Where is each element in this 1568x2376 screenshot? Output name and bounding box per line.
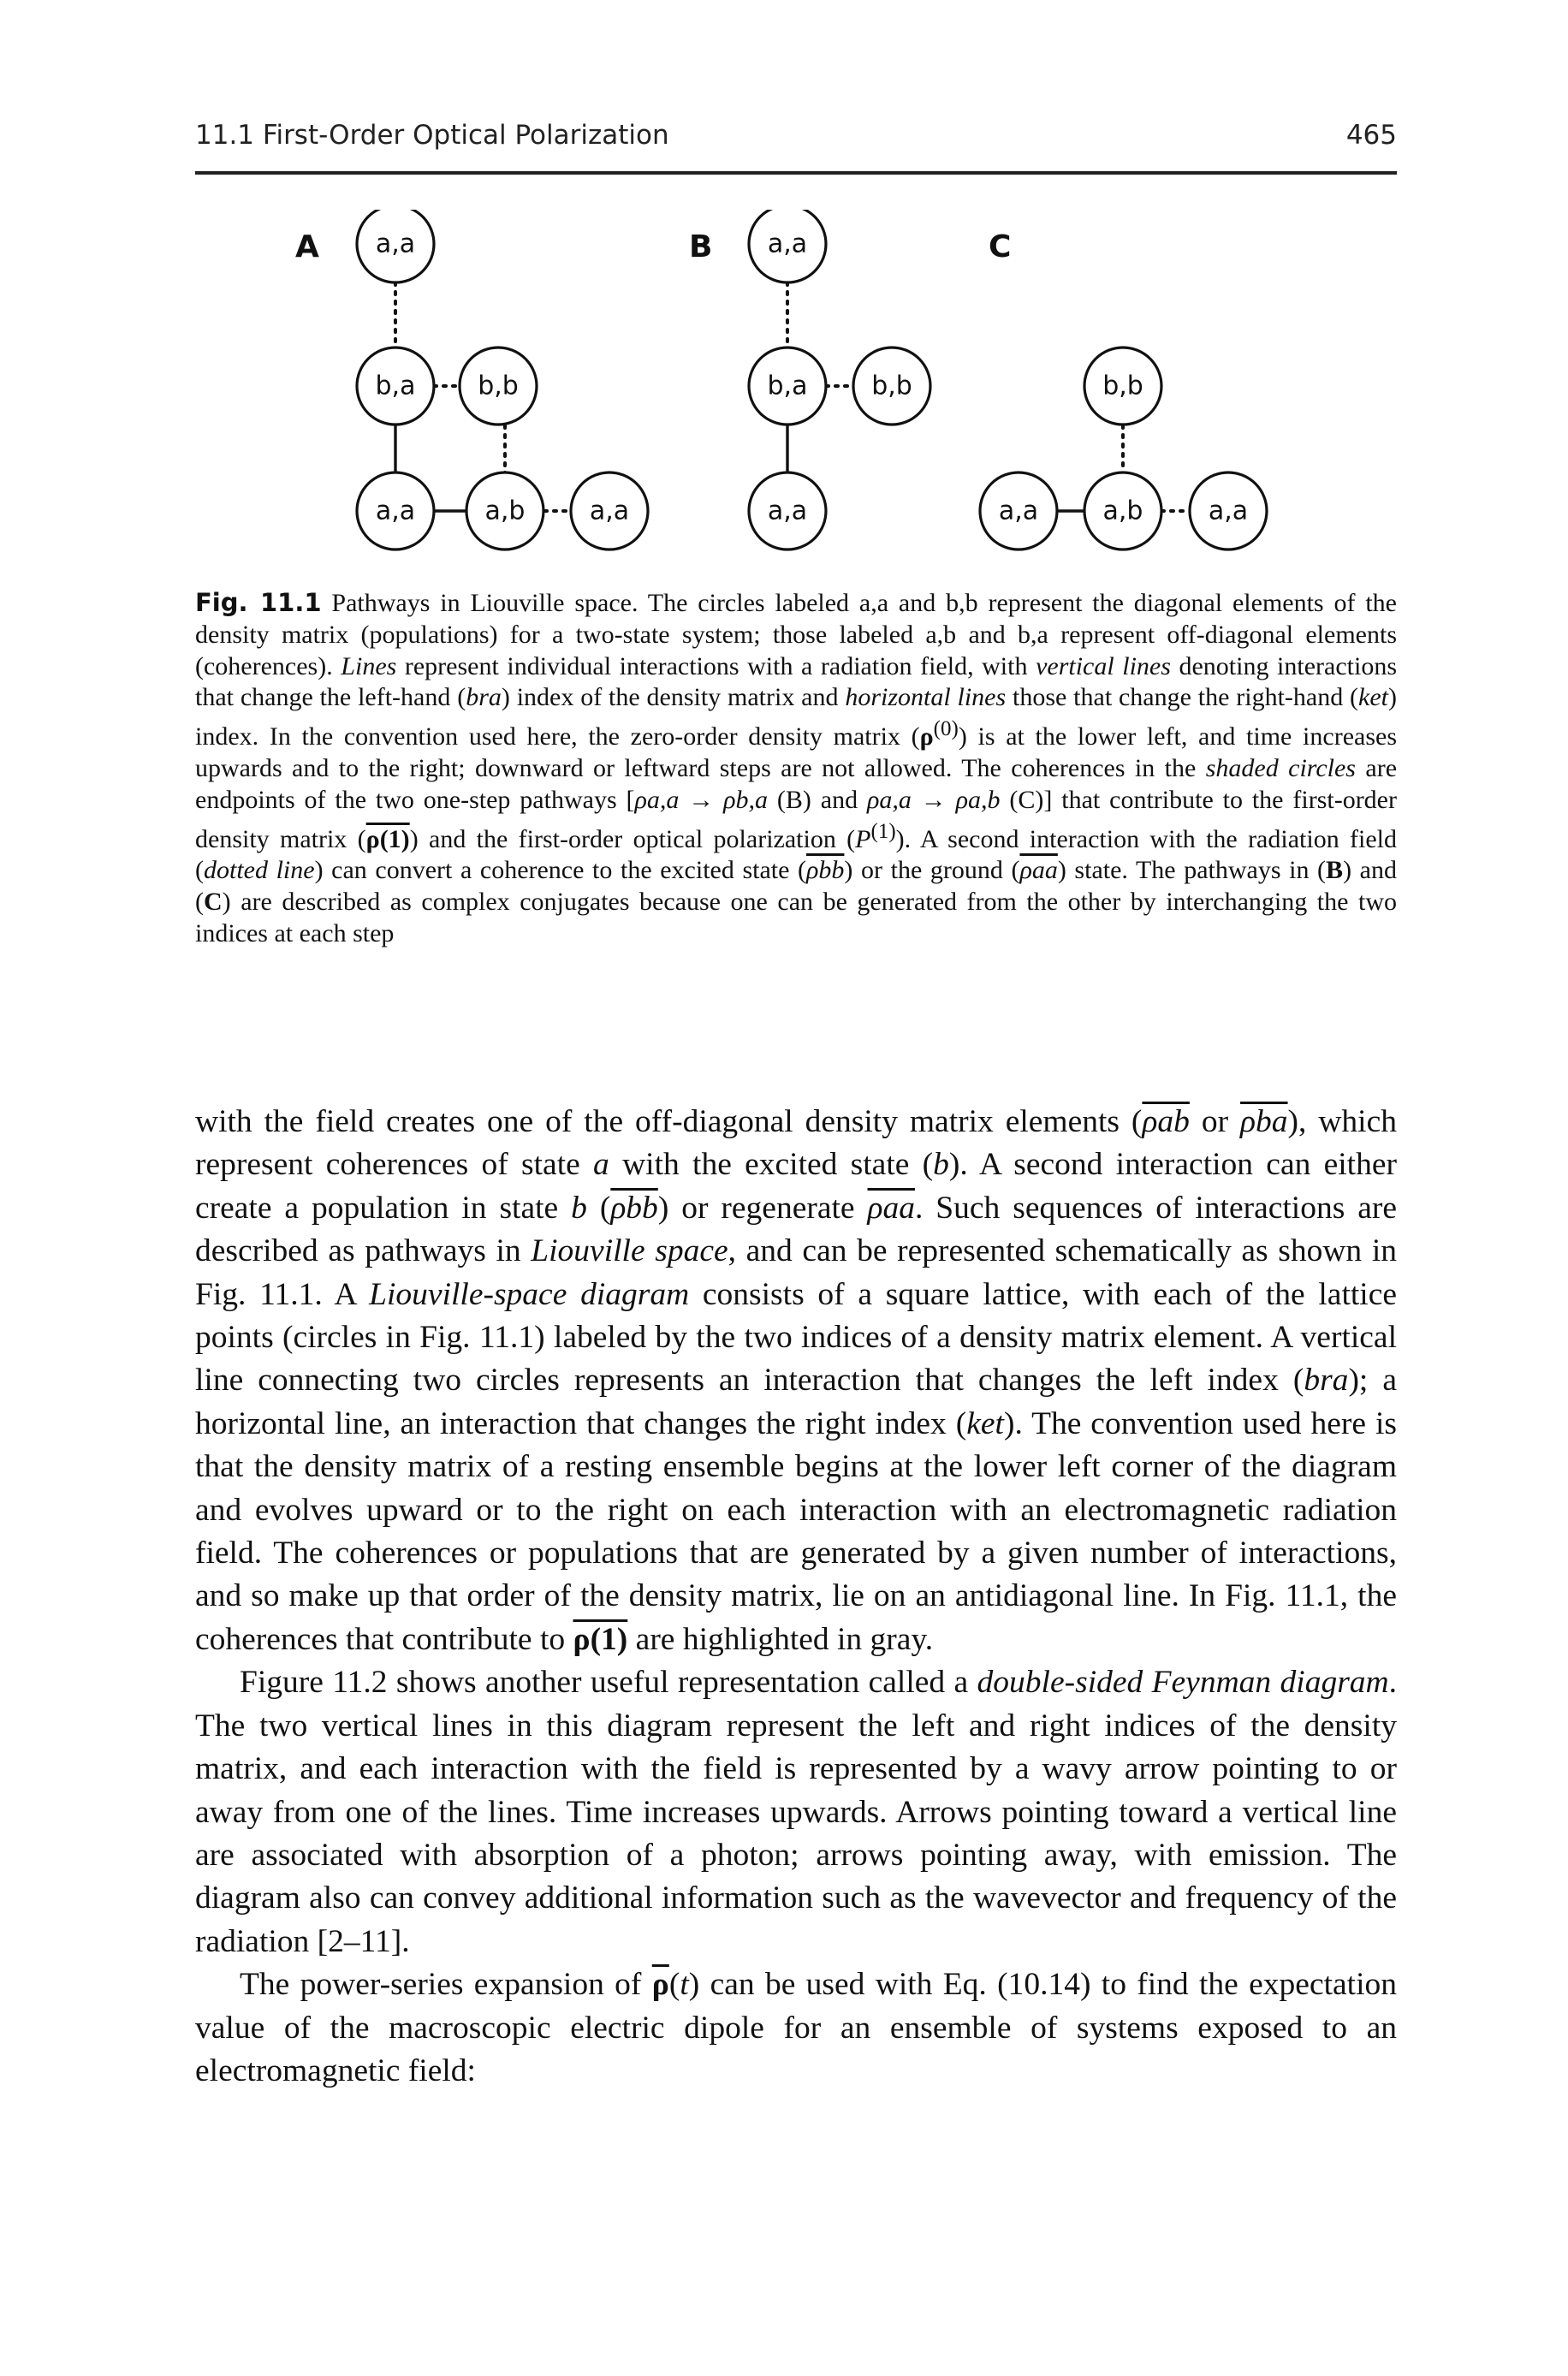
svg-text:a,a: a,a	[590, 496, 629, 526]
caption-math: ρa,a → ρb,a	[634, 785, 769, 814]
caption-text: (C)] that contribute to the first-order …	[195, 785, 1397, 853]
caption-text: ) can convert a coherence to the excited…	[314, 856, 807, 885]
caption-term: bra	[466, 683, 502, 712]
caption-symbol: ρ	[919, 722, 934, 751]
svg-text:a,b: a,b	[485, 496, 526, 526]
node-a-mid-left: b,a	[355, 346, 436, 426]
caption-term: vertical lines	[1036, 651, 1171, 680]
node-a-mid-right: b,b	[458, 346, 538, 426]
panel-letter-b: B	[689, 229, 712, 264]
caption-text: ) index of the density matrix and	[501, 683, 846, 712]
node-a-bottom-left: a,a	[355, 471, 436, 551]
svg-text:b,b: b,b	[1102, 371, 1143, 401]
running-head: 11.1 First-Order Optical Polarization 46…	[195, 120, 1397, 168]
paragraph-1: with the field creates one of the off-di…	[195, 1104, 1398, 1657]
node-a-bottom-mid: a,b	[465, 471, 545, 551]
caption-text: ) index. In the convention used here, th…	[195, 683, 1398, 751]
term-double-sided-feynman-diagram: double-sided Feynman diagram	[977, 1665, 1389, 1701]
liouville-diagram-svg: A a,a b,a b,b a,a	[295, 210, 1268, 551]
svg-text:a,a: a,a	[999, 496, 1038, 526]
body-text: with the field creates one of the off-di…	[195, 1101, 1397, 2093]
svg-text:b,a: b,a	[376, 371, 416, 401]
caption-math: ρbb	[806, 856, 845, 885]
liouville-space-figure: A a,a b,a b,b a,a	[257, 210, 1335, 569]
paragraph-2: Figure 11.2 shows another useful represe…	[195, 1665, 1397, 1959]
caption-term: horizontal lines	[845, 683, 1007, 712]
math-rho-ab: ρab	[1142, 1104, 1190, 1139]
node-a-top: a,a	[355, 210, 436, 284]
caption-label: Fig. 11.1	[195, 588, 322, 617]
svg-text:a,b: a,b	[1103, 496, 1143, 526]
page-number: 465	[1345, 120, 1397, 151]
caption-text: ) is at the lower left, and time increas…	[195, 722, 1397, 782]
svg-text:b,b: b,b	[478, 371, 519, 401]
svg-text:b,a: b,a	[768, 371, 808, 401]
caption-math: ρa,a → ρa,b	[866, 785, 1001, 814]
svg-text:a,a: a,a	[1209, 496, 1248, 526]
caption-ref: C	[204, 888, 223, 917]
node-c-bottom-right: a,a	[1188, 471, 1268, 551]
caption-ref: B	[1326, 856, 1344, 885]
svg-text:a,a: a,a	[768, 229, 807, 259]
node-b-top: a,a	[747, 210, 828, 284]
paragraph-3: The power-series expansion of ρ(t) can b…	[195, 1967, 1397, 2088]
caption-text: ). A second interaction with the radiati…	[195, 824, 1398, 885]
term-liouville-space-diagram: Liouville-space diagram	[369, 1276, 690, 1312]
header-rule	[195, 171, 1397, 175]
caption-text: ) are described as complex conjugates be…	[195, 888, 1397, 947]
caption-text: ) and (	[195, 856, 1397, 917]
math-rho-bb: ρbb	[610, 1190, 658, 1226]
svg-text:a,a: a,a	[768, 496, 807, 526]
node-b-mid-right: b,b	[852, 346, 932, 426]
math-rho-1: ρ(1)	[573, 1621, 628, 1657]
caption-text: those that change the right-hand (	[1006, 683, 1359, 712]
caption-text: represent individual interactions with a…	[396, 651, 1036, 680]
caption-text: (B) and	[768, 785, 867, 814]
caption-term: Lines	[341, 651, 397, 680]
section-title: 11.1 First-Order Optical Polarization	[195, 120, 669, 151]
math-rho-bar: ρ	[651, 1967, 669, 2003]
caption-term: dotted line	[204, 856, 315, 885]
caption-math: ρaa	[1019, 856, 1058, 885]
caption-superscript: (0)	[933, 717, 959, 741]
caption-term: ket	[1358, 683, 1389, 712]
caption-term: shaded circles	[1205, 753, 1356, 782]
svg-text:a,a: a,a	[376, 229, 415, 259]
math-rho-aa: ρaa	[867, 1190, 915, 1226]
node-c-bottom-mid: a,b	[1083, 471, 1163, 551]
term-liouville-space: Liouville space	[531, 1233, 728, 1269]
panel-letter-c: C	[989, 229, 1011, 264]
caption-text: Pathways in Liouville space. The circles…	[195, 589, 1397, 680]
caption-text: ) state. The pathways in (	[1057, 856, 1327, 885]
caption-text: are endpoints of the two one-step pathwa…	[195, 753, 1398, 814]
caption-text: denoting interactions that change the le…	[195, 651, 1397, 712]
node-c-top: b,b	[1083, 346, 1163, 426]
panel-letter-a: A	[295, 229, 319, 264]
math-rho-ba: ρba	[1240, 1104, 1288, 1139]
caption-math: P	[855, 824, 871, 853]
caption-math: ρ(1)	[365, 824, 410, 853]
svg-text:a,a: a,a	[376, 496, 415, 526]
node-c-bottom-left: a,a	[978, 471, 1059, 551]
svg-text:b,b: b,b	[871, 371, 912, 401]
node-a-bottom-right: a,a	[569, 471, 650, 551]
caption-text: ) and the first-order optical polarizati…	[409, 824, 856, 853]
node-b-bottom: a,a	[747, 471, 828, 551]
node-b-mid-left: b,a	[747, 346, 828, 426]
caption-superscript: (1)	[870, 819, 896, 843]
figure-caption: Fig. 11.1 Pathways in Liouville space. T…	[195, 587, 1397, 950]
caption-text: ) or the ground (	[844, 856, 1020, 885]
